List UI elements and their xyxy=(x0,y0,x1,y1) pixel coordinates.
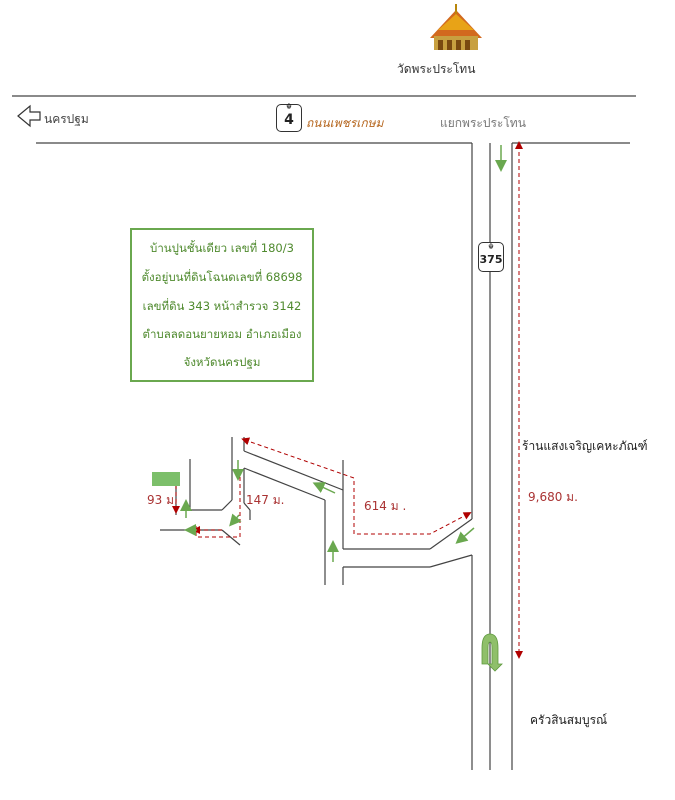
highway-crown-icon: ☬ xyxy=(488,242,494,251)
shop-landmark-label: ร้านแสงเจริญเคหะภัณฑ์ xyxy=(522,439,648,453)
property-info-line: เลขที่ดิน 343 หน้าสำรวจ 3142 xyxy=(142,299,302,313)
property-house-marker xyxy=(152,472,180,486)
nakhon-pathom-label: นครปฐม xyxy=(44,112,89,126)
left-arrow-icon xyxy=(17,104,41,128)
highway-375-road xyxy=(471,143,513,770)
highway-4-name: ถนนเพชรเกษม xyxy=(306,116,384,130)
restaurant-landmark-label: ครัวสินสมบูรณ์ xyxy=(530,713,608,727)
highway-4-road xyxy=(12,95,636,144)
distance-9680m: 9,680 ม. xyxy=(528,490,578,504)
highway-375-shield: ☬ 375 xyxy=(478,242,504,272)
highway-crown-icon: ☬ xyxy=(286,102,292,111)
property-info-line: จังหวัดนครปฐม xyxy=(183,355,261,369)
junction-label: แยกพระประโทน xyxy=(440,116,526,130)
u-turn-icon xyxy=(481,633,503,672)
highway-375-number: 375 xyxy=(479,253,503,266)
distance-147m: 147 ม. xyxy=(246,493,285,507)
property-info-line: ตั้งอยู่บนที่ดินโฉนดเลขที่ 68698 xyxy=(141,270,303,284)
side-roads xyxy=(160,437,473,585)
route-arrows xyxy=(180,145,507,562)
property-info-box: บ้านปูนชั้นเดียว เลขที่ 180/3 ตั้งอยู่บน… xyxy=(130,228,314,382)
highway-4-shield: ☬ 4 xyxy=(276,102,302,132)
distance-614m: 614 ม . xyxy=(364,499,407,513)
property-info-line: บ้านปูนชั้นเดียว เลขที่ 180/3 xyxy=(150,241,294,255)
distance-93m: 93 ม. xyxy=(147,493,178,507)
temple-label: วัดพระประโทน xyxy=(397,62,476,76)
highway-4-number: 4 xyxy=(284,112,294,128)
property-info-line: ตำบลลดอนยายหอม อำเภอเมือง xyxy=(142,327,302,341)
distance-lines xyxy=(172,141,523,659)
temple-icon xyxy=(430,4,482,50)
